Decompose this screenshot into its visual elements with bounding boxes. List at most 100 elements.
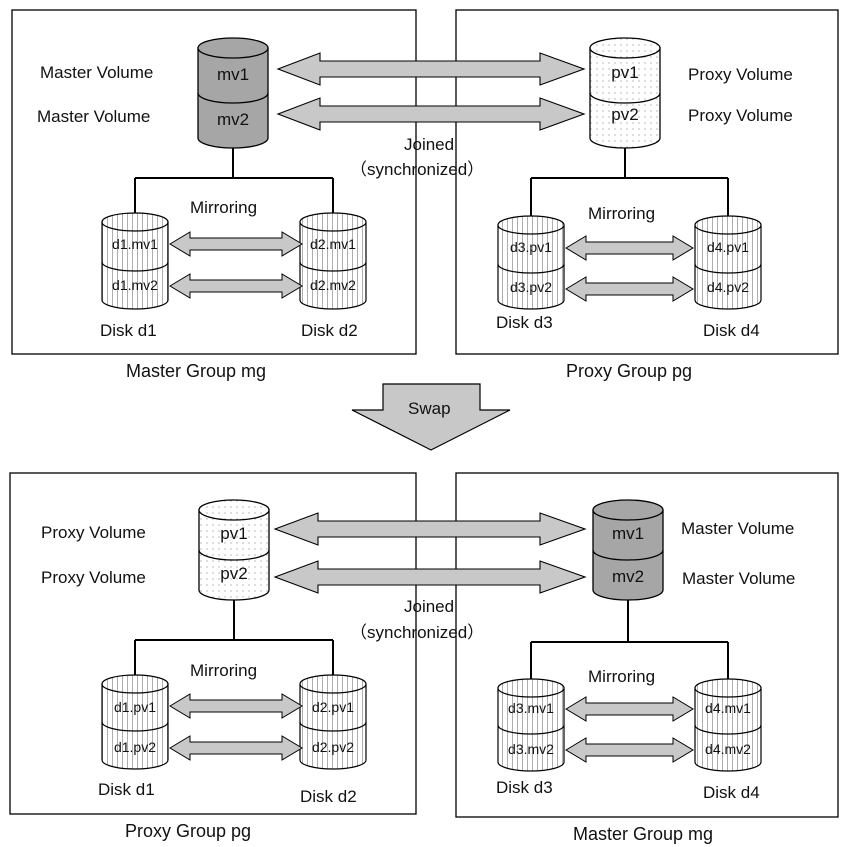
master-volume-cylinder: mv1 mv2 — [592, 499, 664, 601]
cylinder-top — [299, 674, 367, 694]
cylinder-body — [101, 221, 169, 310]
cylinder-top — [497, 678, 565, 698]
cylinder-body — [197, 47, 269, 149]
cylinder-divider — [694, 263, 762, 274]
cylinder-divider — [694, 724, 762, 735]
disk-part-label: d2.pv1 — [312, 699, 354, 715]
cylinder-body — [299, 221, 367, 310]
disk-label: Disk d4 — [703, 321, 760, 340]
join-arrow — [276, 97, 586, 131]
disk-label: Disk d3 — [496, 778, 553, 797]
group-box — [11, 9, 417, 355]
synchronized-label: （synchronized） — [350, 160, 484, 179]
volume-label: Master Volume — [40, 63, 153, 82]
mirror-arrow — [169, 693, 303, 719]
swap-label: Swap — [408, 399, 451, 418]
top-proxy-group: pv1 pv2 Proxy Volume Proxy Volume Mirror… — [455, 9, 839, 381]
volume-label: Proxy Volume — [688, 65, 793, 84]
volume-part-label: pv2 — [220, 564, 247, 583]
mirror-arrow — [565, 276, 694, 302]
joined-label: Joined — [404, 597, 454, 616]
volume-part-label: pv1 — [220, 524, 247, 543]
group-caption: Proxy Group pg — [125, 821, 251, 841]
cylinder-divider — [589, 92, 661, 104]
disk-part-label: d4.mv2 — [705, 741, 751, 757]
disk-part-label: d4.mv1 — [705, 700, 751, 716]
cylinder-body — [299, 683, 367, 770]
cylinder-body — [497, 687, 565, 772]
swap-arrow: Swap — [351, 383, 511, 451]
connector-lines — [530, 600, 729, 688]
volume-label: Proxy Volume — [41, 523, 146, 542]
mirroring-label: Mirroring — [190, 198, 257, 217]
cylinder-divider — [497, 724, 565, 735]
cylinder-top — [694, 678, 762, 698]
disk-cylinder: d4.mv1 d4.mv2 — [694, 678, 762, 772]
connector-lines — [530, 148, 729, 222]
connector-lines — [134, 600, 334, 684]
bottom-section: Proxy Volume Proxy Volume pv1 pv2 Mirror… — [9, 472, 839, 844]
mirror-arrow — [169, 273, 303, 299]
cylinder-body — [198, 509, 270, 601]
disk-part-label: d2.mv1 — [310, 236, 356, 252]
cylinder-top — [694, 215, 762, 235]
disk-label: Disk d2 — [301, 321, 358, 340]
join-arrow — [273, 512, 587, 546]
volume-label: Proxy Volume — [41, 568, 146, 587]
disk-label: Disk d3 — [496, 313, 553, 332]
cylinder-divider — [592, 549, 664, 561]
join-arrow — [276, 52, 586, 86]
group-caption: Master Group mg — [573, 824, 713, 844]
disk-label: Disk d4 — [703, 783, 760, 802]
group-box — [455, 472, 839, 818]
volume-part-label: pv2 — [611, 105, 638, 124]
disk-cylinder: d1.mv1 d1.mv2 — [101, 212, 169, 310]
mirror-arrow — [565, 737, 694, 763]
cylinder-top — [299, 212, 367, 232]
disk-part-label: d3.mv1 — [508, 700, 554, 716]
disk-label: Disk d1 — [100, 321, 157, 340]
mirror-arrow — [565, 235, 694, 261]
disk-label: Disk d1 — [98, 780, 155, 799]
group-caption: Master Group mg — [126, 361, 266, 381]
disk-cylinder: d4.pv1 d4.pv2 — [694, 215, 762, 310]
volume-part-label: mv1 — [612, 524, 644, 543]
volume-part-label: mv2 — [217, 110, 249, 129]
disk-part-label: d1.mv1 — [112, 236, 158, 252]
swap-arrow-shape — [351, 383, 511, 451]
disk-cylinder: d2.pv1 d2.pv2 — [299, 674, 367, 770]
synchronized-label: （synchronized） — [350, 623, 484, 642]
cylinder-divider — [299, 721, 367, 732]
cylinder-divider — [198, 549, 270, 561]
disk-part-label: d2.mv2 — [310, 277, 356, 293]
disk-part-label: d1.mv2 — [112, 277, 158, 293]
bottom-master-group: mv1 mv2 Master Volume Master Volume Mirr… — [455, 472, 839, 844]
cylinder-top — [589, 37, 661, 59]
cylinder-body — [694, 224, 762, 310]
volume-label: Proxy Volume — [688, 106, 793, 125]
cylinder-body — [592, 509, 664, 601]
disk-cylinder: d1.pv1 d1.pv2 — [101, 674, 169, 770]
cylinder-top — [592, 499, 664, 521]
volume-label: Master Volume — [37, 107, 150, 126]
disk-cylinder: d2.mv1 d2.mv2 — [299, 212, 367, 310]
master-volume-cylinder: mv1 mv2 — [197, 37, 269, 149]
cylinder-body — [694, 687, 762, 772]
mirroring-label: Mirroring — [190, 661, 257, 680]
disk-part-label: d3.pv1 — [510, 239, 552, 255]
top-master-group: Master Volume Master Volume mv1 mv2 Mirr… — [11, 9, 417, 381]
cylinder-top — [101, 674, 169, 694]
mirroring-label: Mirroring — [588, 667, 655, 686]
proxy-volume-cylinder: pv1 pv2 — [589, 37, 661, 149]
mirroring-label: Mirroring — [588, 204, 655, 223]
volume-part-label: mv2 — [612, 567, 644, 586]
mirror-arrow — [169, 735, 303, 761]
disk-part-label: d2.pv2 — [312, 739, 354, 755]
joined-label: Joined — [404, 135, 454, 154]
bottom-proxy-group: Proxy Volume Proxy Volume pv1 pv2 Mirror… — [9, 472, 417, 841]
cylinder-top — [197, 37, 269, 59]
cylinder-top — [497, 215, 565, 235]
disk-part-label: d1.pv1 — [114, 699, 156, 715]
cylinder-divider — [197, 92, 269, 104]
